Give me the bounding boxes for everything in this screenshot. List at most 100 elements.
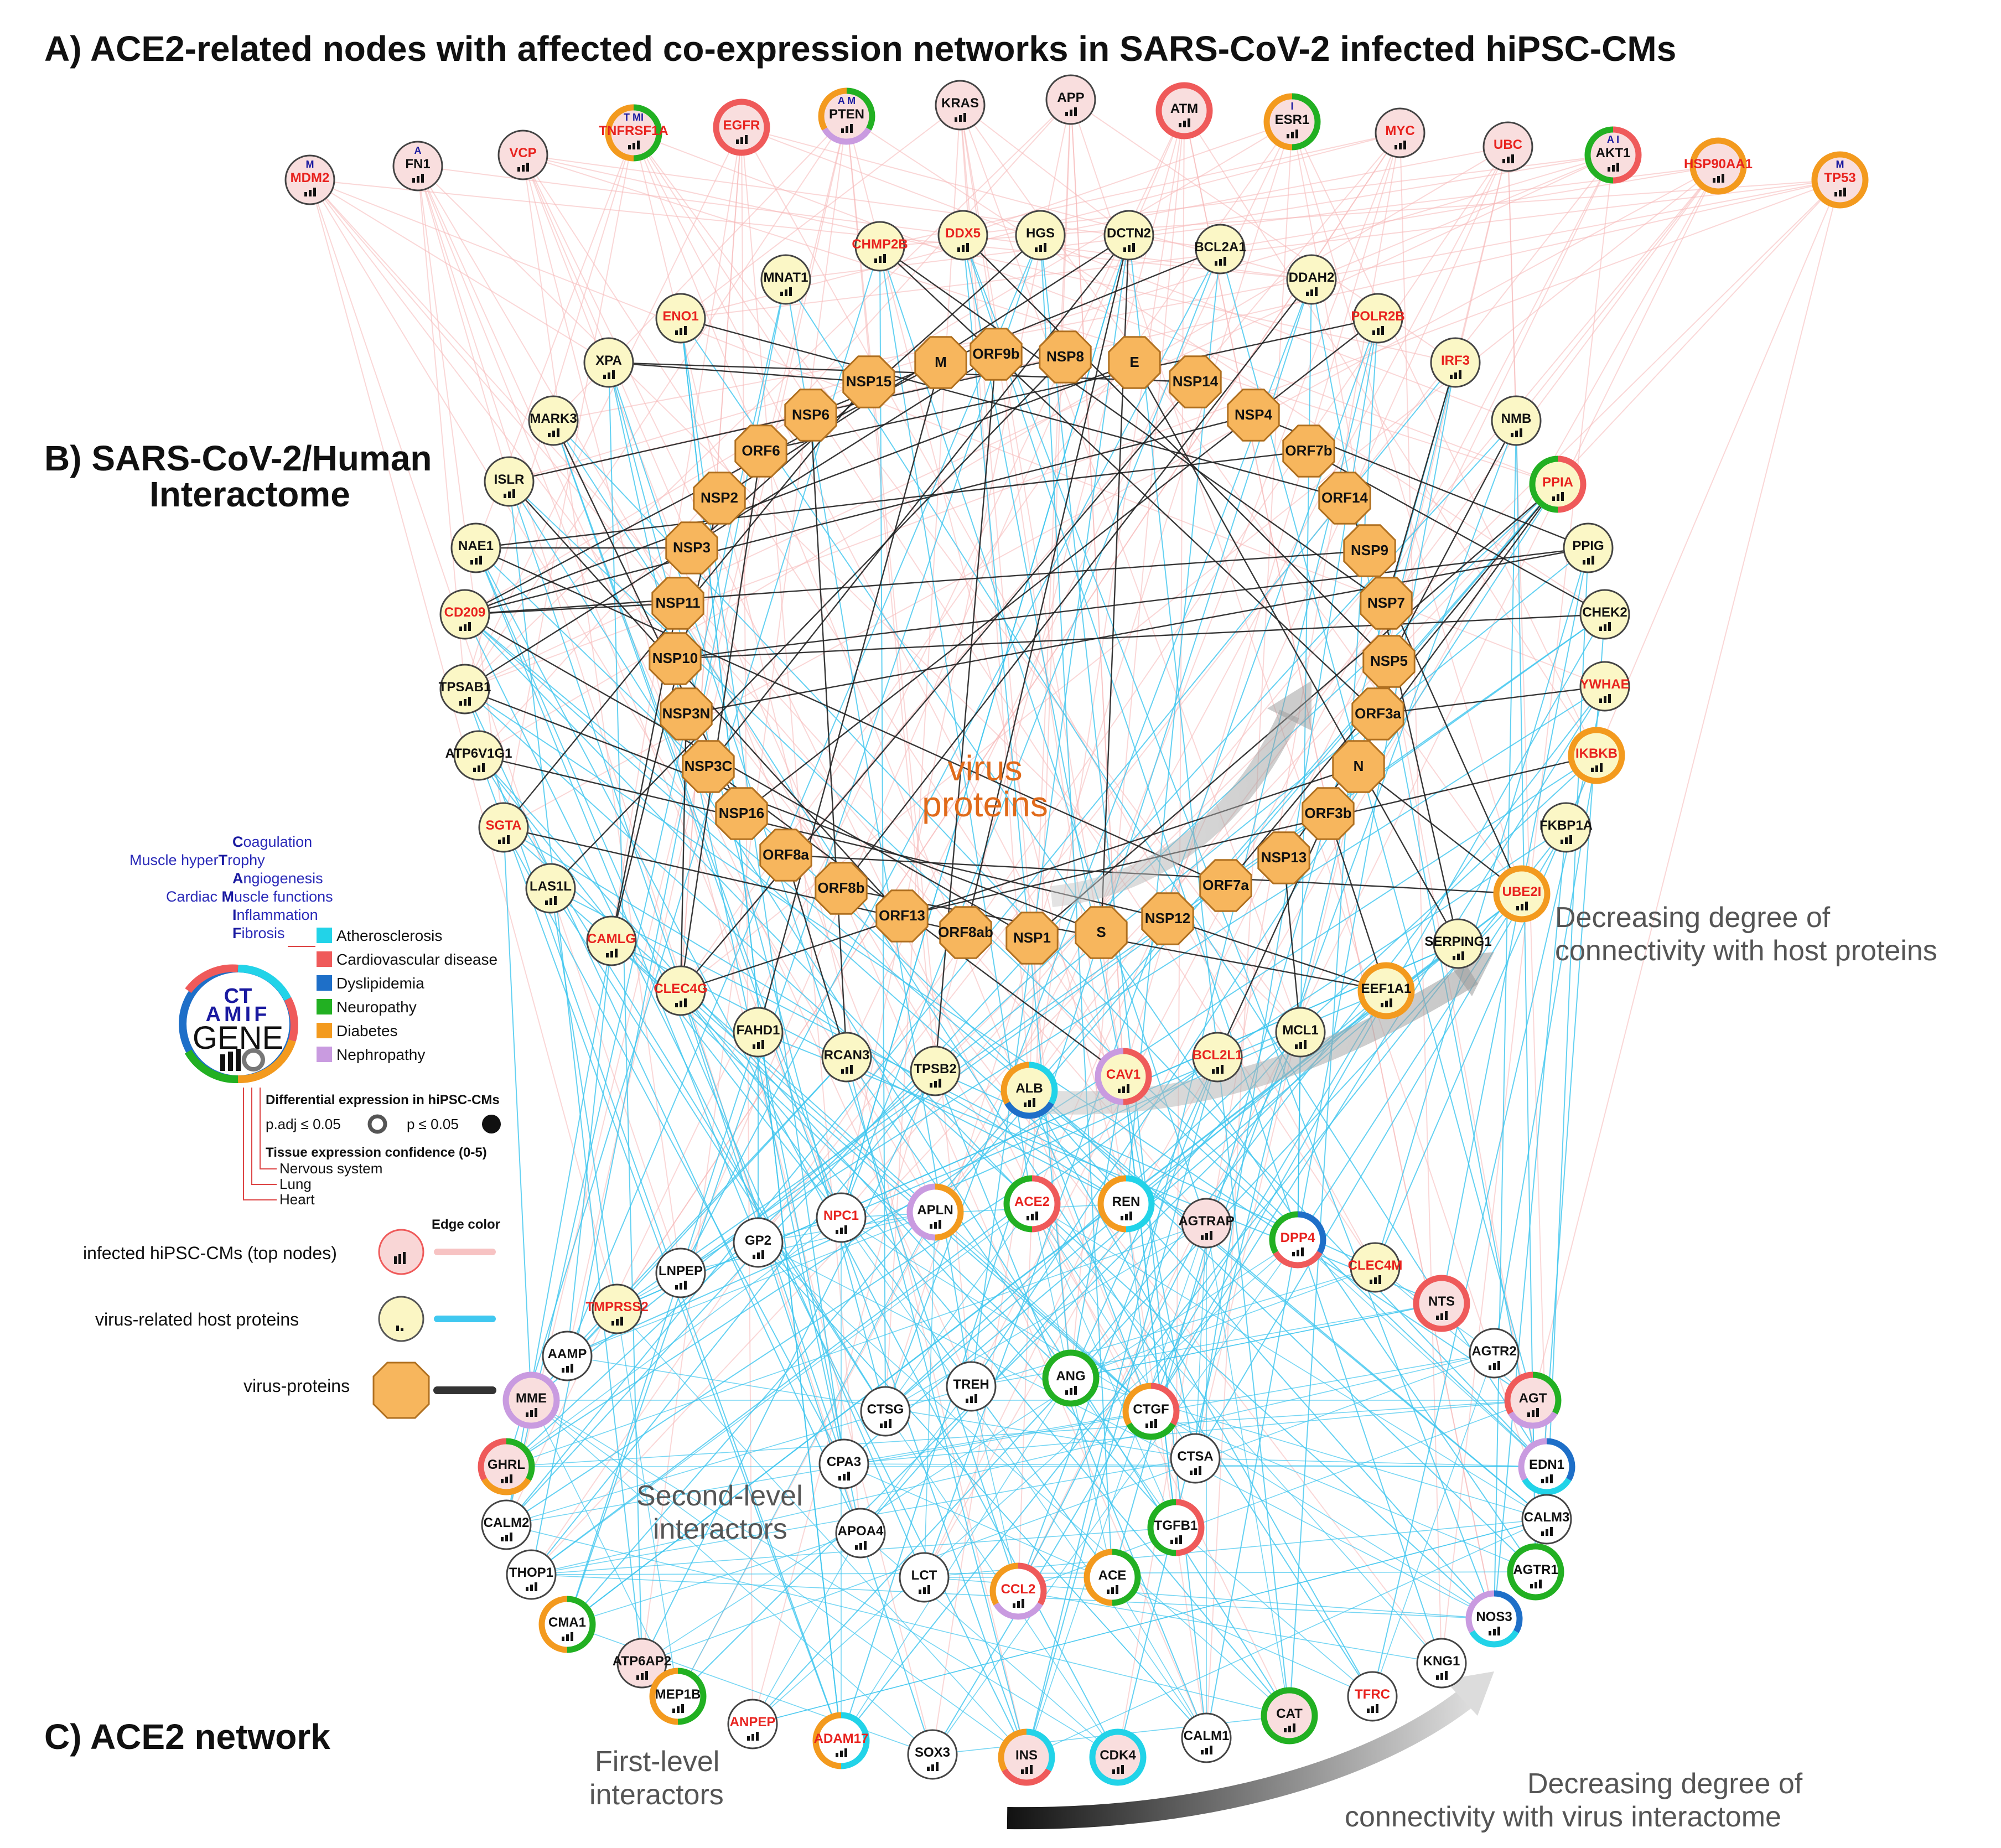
virus-node-n[interactable]: N xyxy=(1332,740,1385,793)
virus-node-orf7a[interactable]: ORF7a xyxy=(1199,859,1252,912)
node-npc1[interactable]: NPC1 xyxy=(816,1192,867,1243)
virus-node-nsp10[interactable]: NSP10 xyxy=(649,632,702,685)
virus-node-nsp9[interactable]: NSP9 xyxy=(1343,524,1396,577)
node-mep1b[interactable]: MEP1B xyxy=(649,1668,707,1725)
node-cdk4[interactable]: CDK4 xyxy=(1089,1728,1147,1786)
node-hsp90aa1[interactable]: HSP90AA1 xyxy=(1684,137,1753,195)
node-alb[interactable]: ALB xyxy=(1001,1062,1058,1119)
virus-node-orf7b[interactable]: ORF7b xyxy=(1282,425,1335,478)
node-atp6ap2[interactable]: ATP6AP2 xyxy=(613,1638,671,1689)
virus-node-nsp5[interactable]: NSP5 xyxy=(1362,635,1416,688)
node-lnpep[interactable]: LNPEP xyxy=(655,1247,706,1298)
node-treh[interactable]: TREH xyxy=(946,1361,997,1412)
node-ghrl[interactable]: GHRL xyxy=(478,1438,535,1495)
node-ikbkb[interactable]: IKBKB xyxy=(1568,727,1625,784)
node-thop1[interactable]: THOP1 xyxy=(506,1549,557,1600)
virus-node-orf3b[interactable]: ORF3b xyxy=(1302,787,1355,840)
node-ddx5[interactable]: DDX5 xyxy=(937,210,988,261)
node-tmprss2[interactable]: TMPRSS2 xyxy=(585,1283,649,1334)
node-esr1[interactable]: ESR1 xyxy=(1263,93,1321,151)
node-dctn2[interactable]: DCTN2 xyxy=(1103,210,1154,261)
node-edn1[interactable]: EDN1 xyxy=(1518,1438,1575,1495)
virus-node-orf8a[interactable]: ORF8a xyxy=(759,829,812,882)
node-calm1[interactable]: CALM1 xyxy=(1181,1712,1232,1763)
virus-node-nsp7[interactable]: NSP7 xyxy=(1360,577,1413,630)
node-ppig[interactable]: PPIG xyxy=(1563,522,1614,573)
virus-node-nsp16[interactable]: NSP16 xyxy=(715,787,768,840)
node-tpsb2[interactable]: TPSB2 xyxy=(910,1045,961,1096)
node-adam17[interactable]: ADAM17 xyxy=(812,1712,870,1769)
node-ren[interactable]: REN xyxy=(1097,1175,1155,1233)
node-sgta[interactable]: SGTA xyxy=(478,802,529,853)
node-polr2b[interactable]: POLR2B xyxy=(1351,293,1405,344)
virus-node-nsp15[interactable]: NSP15 xyxy=(842,355,895,408)
node-xpa[interactable]: XPA xyxy=(583,337,634,388)
node-cat[interactable]: CAT xyxy=(1261,1687,1318,1745)
node-tpsab1[interactable]: TPSAB1 xyxy=(439,664,491,715)
node-bcl2a1[interactable]: BCL2A1 xyxy=(1194,224,1246,275)
virus-node-nsp14[interactable]: NSP14 xyxy=(1169,355,1222,408)
node-nmb[interactable]: NMB xyxy=(1491,395,1542,446)
node-mnat1[interactable]: MNAT1 xyxy=(760,254,811,305)
node-aamp[interactable]: AAMP xyxy=(542,1331,593,1381)
node-sox3[interactable]: SOX3 xyxy=(907,1729,958,1780)
virus-node-nsp12[interactable]: NSP12 xyxy=(1141,892,1194,945)
node-fn1[interactable]: FN1 xyxy=(392,141,443,191)
node-ctgf[interactable]: CTGF xyxy=(1122,1383,1180,1440)
node-clec4m[interactable]: CLEC4M xyxy=(1348,1242,1403,1293)
node-kras[interactable]: KRAS xyxy=(935,80,986,131)
node-tgfb1[interactable]: TGFB1 xyxy=(1147,1499,1205,1556)
node-cd209[interactable]: CD209 xyxy=(439,589,490,640)
node-ubc[interactable]: UBC xyxy=(1482,121,1533,172)
virus-node-nsp13[interactable]: NSP13 xyxy=(1257,831,1310,884)
virus-node-nsp6[interactable]: NSP6 xyxy=(784,389,837,442)
node-kng1[interactable]: KNG1 xyxy=(1416,1638,1467,1689)
node-tp53[interactable]: TP53 xyxy=(1811,151,1869,209)
virus-node-orf3a[interactable]: ORF3a xyxy=(1351,687,1404,741)
node-ctsg[interactable]: CTSG xyxy=(860,1386,911,1437)
virus-node-orf14[interactable]: ORF14 xyxy=(1318,472,1371,525)
node-chek2[interactable]: CHEK2 xyxy=(1579,589,1630,640)
node-cpa3[interactable]: CPA3 xyxy=(818,1438,869,1489)
node-fahd1[interactable]: FAHD1 xyxy=(733,1007,784,1058)
node-nts[interactable]: NTS xyxy=(1413,1275,1470,1332)
node-las1l[interactable]: LAS1L xyxy=(525,863,576,914)
node-mme[interactable]: MME xyxy=(502,1371,560,1429)
node-ace[interactable]: ACE xyxy=(1084,1549,1141,1606)
node-atm[interactable]: ATM xyxy=(1155,82,1213,139)
virus-node-nsp4[interactable]: NSP4 xyxy=(1227,389,1280,442)
node-ywhae[interactable]: YWHAE xyxy=(1579,661,1630,712)
node-chmp2b[interactable]: CHMP2B xyxy=(852,221,908,272)
node-mark3[interactable]: MARK3 xyxy=(528,395,579,446)
node-clec4g[interactable]: CLEC4G xyxy=(654,965,708,1016)
node-agtr2[interactable]: AGTR2 xyxy=(1469,1328,1520,1379)
node-dpp4[interactable]: DPP4 xyxy=(1269,1211,1326,1269)
node-ccl2[interactable]: CCL2 xyxy=(989,1562,1047,1620)
node-calm2[interactable]: CALM2 xyxy=(481,1499,532,1550)
virus-node-m[interactable]: M xyxy=(914,336,967,389)
node-tfrc[interactable]: TFRC xyxy=(1347,1671,1398,1722)
node-rcan3[interactable]: RCAN3 xyxy=(821,1032,872,1083)
node-apoa4[interactable]: APOA4 xyxy=(835,1508,886,1559)
virus-node-nsp3[interactable]: NSP3 xyxy=(665,521,718,574)
node-eef1a1[interactable]: EEF1A1 xyxy=(1357,962,1415,1019)
node-calm3[interactable]: CALM3 xyxy=(1521,1494,1572,1545)
virus-node-nsp11[interactable]: NSP11 xyxy=(651,577,704,630)
node-atp6v1g1[interactable]: ATP6V1G1 xyxy=(445,730,512,781)
virus-node-nsp3c[interactable]: NSP3C xyxy=(682,740,735,793)
node-ube2i[interactable]: UBE2I xyxy=(1493,865,1551,923)
node-eno1[interactable]: ENO1 xyxy=(655,293,706,344)
virus-node-nsp3n[interactable]: NSP3N xyxy=(660,687,713,741)
node-cma1[interactable]: CMA1 xyxy=(538,1596,596,1653)
node-camlg[interactable]: CAMLG xyxy=(586,915,637,966)
node-ddah2[interactable]: DDAH2 xyxy=(1286,254,1337,305)
virus-node-orf13[interactable]: ORF13 xyxy=(875,889,929,943)
node-anpep[interactable]: ANPEP xyxy=(727,1699,778,1749)
virus-node-orf6[interactable]: ORF6 xyxy=(734,425,787,478)
virus-node-orf9b[interactable]: ORF9b xyxy=(970,328,1023,381)
node-serping1[interactable]: SERPING1 xyxy=(1424,918,1492,969)
virus-node-nsp1[interactable]: NSP1 xyxy=(1005,912,1059,965)
node-egfr[interactable]: EGFR xyxy=(713,99,770,156)
node-nae1[interactable]: NAE1 xyxy=(450,522,501,573)
node-tnfrsf1a[interactable]: TNFRSF1A xyxy=(599,104,668,162)
